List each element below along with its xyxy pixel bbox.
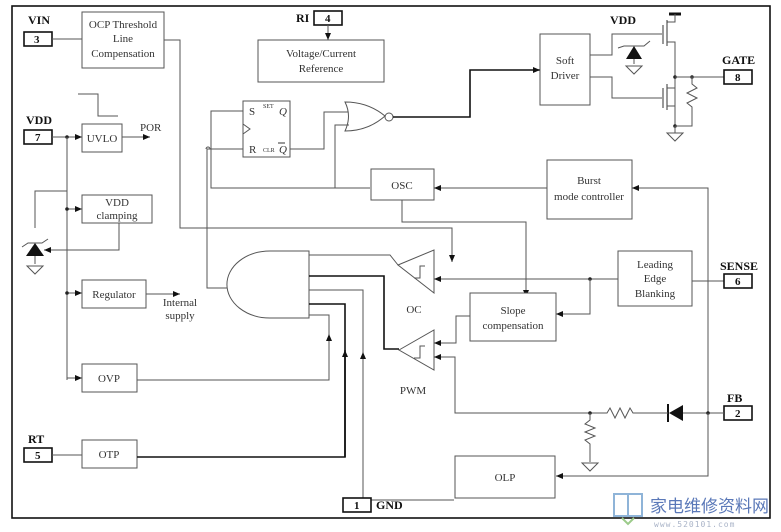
watermark-site-name: 家电维修资料网 bbox=[650, 497, 769, 517]
pin-ri-label: RI bbox=[296, 11, 310, 25]
internal-supply-label: Internal bbox=[163, 297, 197, 309]
pin-ri: RI 4 bbox=[296, 10, 343, 26]
svg-text:Edge: Edge bbox=[644, 273, 667, 285]
and-gate bbox=[226, 250, 310, 319]
block-burst-mode-controller: Burst mode controller bbox=[546, 159, 633, 220]
ground-icon bbox=[580, 462, 600, 472]
svg-text:VDD: VDD bbox=[105, 197, 129, 209]
svg-text:OVP: OVP bbox=[98, 373, 120, 385]
svg-text:Line: Line bbox=[113, 33, 133, 45]
book-icon bbox=[613, 493, 643, 526]
block-olp: OLP bbox=[454, 455, 556, 499]
pin-fb-number: 2 bbox=[735, 408, 741, 420]
svg-text:Regulator: Regulator bbox=[92, 289, 136, 301]
block-uvlo: UVLO bbox=[81, 123, 123, 153]
svg-text:Burst: Burst bbox=[577, 175, 601, 187]
block-otp: OTP bbox=[81, 439, 138, 469]
svg-text:OLP: OLP bbox=[495, 472, 516, 484]
block-vdd-clamping: VDD clamping bbox=[81, 194, 153, 224]
resistor-icon bbox=[583, 413, 597, 462]
resistor-icon bbox=[675, 77, 699, 127]
svg-text:OCP Threshold: OCP Threshold bbox=[89, 19, 158, 31]
internal-supply-label-2: supply bbox=[165, 310, 195, 322]
block-regulator: Regulator bbox=[81, 279, 147, 309]
ground-icon bbox=[665, 132, 685, 142]
block-ovp: OVP bbox=[81, 363, 138, 393]
pin-gnd: 1 GND bbox=[342, 497, 403, 513]
block-soft-driver: Soft Driver bbox=[539, 33, 591, 106]
pin-vin: VIN 3 bbox=[23, 13, 53, 47]
svg-text:Compensation: Compensation bbox=[91, 48, 155, 60]
oc-label: OC bbox=[406, 304, 421, 316]
svg-text:clamping: clamping bbox=[97, 210, 138, 222]
svg-text:compensation: compensation bbox=[482, 320, 544, 332]
pin-vin-label: VIN bbox=[28, 13, 50, 27]
pin-gate: GATE 8 bbox=[722, 53, 755, 85]
ground-icon bbox=[25, 265, 45, 275]
vdd-rail-label: VDD bbox=[610, 13, 636, 27]
pin-sense: SENSE 6 bbox=[720, 259, 758, 289]
por-label: POR bbox=[140, 122, 162, 134]
svg-text:S: S bbox=[249, 106, 255, 118]
pin-vdd: VDD 7 bbox=[23, 113, 53, 145]
pwm-label: PWM bbox=[400, 385, 427, 397]
diode-icon bbox=[667, 404, 683, 422]
pin-fb-label: FB bbox=[727, 391, 742, 405]
block-slope-compensation: Slope compensation bbox=[469, 292, 557, 342]
oc-comparator bbox=[397, 249, 435, 295]
pin-gate-label: GATE bbox=[722, 53, 755, 67]
svg-text:CLR: CLR bbox=[263, 148, 275, 154]
pin-vdd-label: VDD bbox=[26, 113, 52, 127]
block-ocp-threshold: OCP Threshold Line Compensation bbox=[81, 11, 165, 69]
nor-gate bbox=[344, 101, 394, 132]
block-osc: OSC bbox=[370, 168, 435, 201]
pin-rt-number: 5 bbox=[35, 450, 41, 462]
svg-text:R: R bbox=[249, 144, 257, 156]
pin-vin-number: 3 bbox=[34, 34, 40, 46]
pin-gnd-number: 1 bbox=[354, 500, 360, 512]
svg-text:OSC: OSC bbox=[391, 180, 412, 192]
svg-text:Slope: Slope bbox=[500, 305, 525, 317]
hysteresis-icon bbox=[78, 93, 118, 117]
pin-gate-number: 8 bbox=[735, 72, 741, 84]
zener-diode-icon bbox=[21, 238, 49, 264]
svg-text:Soft: Soft bbox=[556, 55, 574, 67]
pin-gnd-label: GND bbox=[376, 498, 403, 512]
svg-text:Voltage/Current: Voltage/Current bbox=[286, 48, 356, 60]
pin-sense-label: SENSE bbox=[720, 259, 758, 273]
watermark-url: www.520101.com bbox=[654, 520, 735, 529]
output-stage: VDD bbox=[590, 12, 724, 142]
svg-text:Driver: Driver bbox=[551, 70, 580, 82]
pin-vdd-number: 7 bbox=[35, 132, 41, 144]
svg-text:OTP: OTP bbox=[99, 449, 120, 461]
svg-text:Blanking: Blanking bbox=[635, 288, 676, 300]
svg-text:Reference: Reference bbox=[299, 63, 344, 75]
svg-text:Q: Q bbox=[279, 144, 287, 156]
sr-flip-flop: S R Q Q SET CLR bbox=[242, 100, 291, 158]
pin-rt: RT 5 bbox=[23, 432, 53, 463]
pin-ri-number: 4 bbox=[325, 13, 331, 25]
pin-sense-number: 6 bbox=[735, 276, 741, 288]
block-leading-edge-blanking: Leading Edge Blanking bbox=[617, 250, 693, 307]
chip-boundary bbox=[11, 5, 771, 519]
svg-text:SET: SET bbox=[263, 104, 274, 110]
block-voltage-current-reference: Voltage/Current Reference bbox=[257, 39, 385, 83]
watermark-logo: 家电维修资料网 www.520101.com bbox=[613, 493, 769, 529]
svg-text:mode controller: mode controller bbox=[554, 191, 624, 203]
pwm-comparator bbox=[397, 329, 435, 371]
svg-text:UVLO: UVLO bbox=[87, 133, 118, 145]
svg-text:Q: Q bbox=[279, 106, 287, 118]
pin-fb: FB 2 bbox=[723, 391, 753, 421]
svg-text:Leading: Leading bbox=[637, 259, 674, 271]
pin-rt-label: RT bbox=[28, 432, 44, 446]
